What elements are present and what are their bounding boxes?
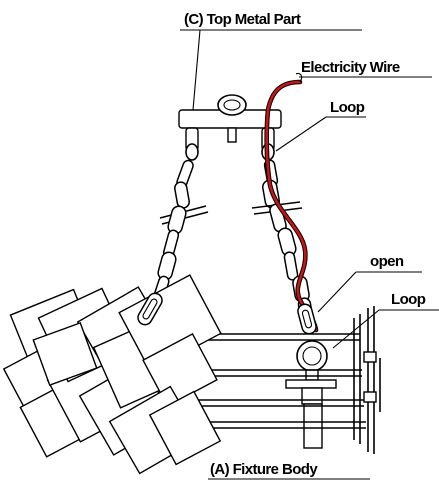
label-open: open <box>370 253 404 270</box>
leader-top-metal-part-drop <box>192 29 201 111</box>
label-electricity-wire: Electricity Wire <box>301 59 400 76</box>
leader-loop-bottom-diag <box>332 309 380 349</box>
leader-loop-top-diag <box>275 116 327 152</box>
left-hook <box>137 292 163 326</box>
label-top-metal-part: (C) Top Metal Part <box>184 11 301 28</box>
label-loop-bottom: Loop <box>391 291 426 308</box>
leader-open-diag <box>317 271 357 313</box>
bottom-loop-assembly <box>285 340 337 449</box>
fixture-frame <box>186 306 381 454</box>
label-loop-top: Loop <box>330 99 365 116</box>
right-hook-open <box>297 303 317 335</box>
label-fixture-body: (A) Fixture Body <box>210 461 318 478</box>
fixture-body-panels <box>2 274 222 475</box>
electricity-wire <box>264 72 319 333</box>
